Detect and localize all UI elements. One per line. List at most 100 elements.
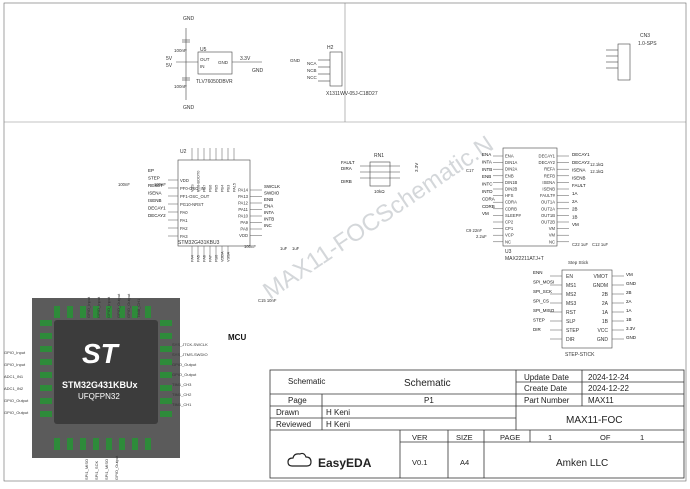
u3-right-pin-5: ISENB [542, 187, 555, 192]
chip-top-label-0: GPIO_Input [86, 296, 91, 318]
chip-package-text: UFQFPN32 [78, 392, 120, 401]
chip-top-label-3: GPIO_Output [116, 293, 121, 318]
u2-right-net-2: ENB [264, 197, 273, 202]
chip-pin [93, 438, 99, 450]
u2-cap-3: 1uF [292, 246, 300, 251]
u2-left-pin-7: PA3 [180, 234, 188, 239]
u2-part: STM32G431KBU3 [178, 240, 220, 246]
u5-net-gnd-b: GND [183, 105, 195, 111]
chip-die [54, 320, 158, 424]
stepstick-pin-group: ENMS1MS2MS3RSTSLPSTEPDIRVMOTGNDM2B2A1A1B… [533, 270, 637, 343]
chip-pin [119, 438, 125, 450]
tb-pg-label: PAGE [500, 433, 520, 442]
u3-left-net-0: ENA [482, 152, 491, 157]
u3-right-pin-2: REFA [544, 167, 555, 172]
stepstick-right-net-4: 1A [626, 308, 632, 313]
tb-page-label: Page [288, 396, 307, 405]
u2-left-net-0: EP [148, 168, 154, 173]
st-logo-text: ST [82, 338, 118, 369]
rn1-net-dira: DIRA [341, 166, 352, 171]
u2-left-pin-3: PG10-NRST [180, 202, 204, 207]
u3-left-pin-3: ENB [505, 173, 514, 178]
u3-left-net-4: INTC [482, 182, 493, 187]
stepstick-right-net-6: 3.3V [626, 326, 635, 331]
chip-pin [160, 372, 172, 378]
u3-left-pin-5: DIN2B [505, 187, 518, 192]
chip-pin [54, 438, 60, 450]
u3-left-net-5: INTD [482, 189, 493, 194]
stepstick-left-pin-2: MS2 [566, 292, 577, 298]
u3-left-pin-8: CDRB [505, 206, 517, 211]
tb-create-value: 2024-12-22 [588, 384, 629, 393]
u3-right-pin-8: OUT2A [541, 206, 555, 211]
u2-left-pin-0: VDD [180, 178, 189, 183]
h2-connector [318, 51, 343, 87]
chip-pin [80, 306, 86, 318]
tb-project: MAX11-FOC [566, 415, 623, 426]
u2-right-net-0: SWCLK [264, 184, 280, 189]
u2-top-pin-7: PA15 [233, 183, 237, 192]
chip-part-text: STM32G431KBUx [62, 380, 138, 390]
chip-pin [40, 411, 52, 417]
u2-top-pin-3: PB6 [209, 185, 213, 192]
u2-left-net-1: STEP [148, 176, 160, 181]
u5-pin-out: OUT [200, 57, 210, 62]
rn1-net-3v3: 3.3V [414, 163, 419, 172]
chip-left-label-2: ADC1_IN1 [4, 374, 24, 379]
chip-bottom-label-0: SPI1_MISO [84, 458, 89, 480]
cn3-part: 1.0-SPS [638, 41, 657, 47]
chip-pin [119, 306, 125, 318]
u3-cap-1: C9 22nF [466, 228, 483, 233]
u3-right-pin-1: DECAY2 [539, 160, 556, 165]
u3-left-pin-9: SLEEP# [505, 213, 522, 218]
u3-ref: U3 [505, 249, 512, 255]
chip-pin [40, 346, 52, 352]
u3-resistor-0: 12.1kΩ [590, 162, 603, 167]
stepstick-right-pin-5: 1B [602, 319, 609, 325]
tb-ver-value: V0.1 [412, 458, 427, 467]
chip-pin [160, 398, 172, 404]
chip-pin [160, 333, 172, 339]
chip-top-label-5: TIM8_CH1 [136, 298, 141, 318]
u2-left-pin-1: PF0-OSC_IN [180, 186, 205, 191]
u3-left-net-8: VM [482, 211, 489, 216]
tb-reviewed-value: H Keni [326, 420, 350, 429]
chip-left-label-0: GPIO_Input [4, 350, 26, 355]
u3-right-net-5: 1A [572, 191, 578, 196]
u3-right-pin-13: NC [549, 239, 555, 244]
u2-right-pin-4: PA10 [238, 214, 249, 219]
u3-right-net-0: DECAY1 [572, 152, 590, 157]
u2-bottom-pin-3: PA7 [209, 255, 213, 262]
u2-left-pin-2: PF1-OSC_OUT [180, 194, 210, 199]
mcu-label: MCU [228, 333, 246, 342]
stepstick-title: Step Stick [568, 260, 589, 265]
chip-right-label-4: TIM1_CH3 [172, 382, 192, 387]
st-logo-icon: ST [82, 338, 132, 369]
tb-sheet-value: Schematic [404, 378, 451, 389]
chip-pin [160, 346, 172, 352]
tb-ver-label: VER [412, 433, 428, 442]
tb-page-value: P1 [424, 396, 434, 405]
chip-pin [40, 385, 52, 391]
u5-net-3v3: 3.3V [240, 56, 251, 62]
u3-right-pin-9: OUT1B [541, 213, 555, 218]
u3-left-pin-2: DIN2A [505, 167, 518, 172]
u3-cap-4: C12 1uF [592, 242, 609, 247]
stepstick-right-pin-4: 1A [602, 310, 609, 316]
u3-left-pin-13: NC [505, 239, 511, 244]
u3-cap-0: C17 [466, 168, 474, 173]
tb-drawn-label: Drawn [276, 408, 299, 417]
tb-part-value: MAX11 [588, 396, 614, 405]
u2-top-pin-1: PB8-BOOT0 [197, 171, 201, 192]
stepstick-left-pin-5: SLP [566, 319, 576, 325]
u2-left-net-4: ISENB [148, 198, 162, 203]
chip-pin [106, 438, 112, 450]
u3-right-net-3: ISENB [572, 175, 586, 180]
u2-top-pin-0: VSS [191, 184, 195, 192]
u3-right-net-6: 2A [572, 199, 578, 204]
chip-bottom-label-2: SPI1_MISO [104, 458, 109, 480]
u3-left-net-6: CDRA [482, 196, 495, 201]
u3-left-pin-7: CDRA [505, 200, 517, 205]
u2-top-pin-4: PB5 [215, 185, 219, 192]
